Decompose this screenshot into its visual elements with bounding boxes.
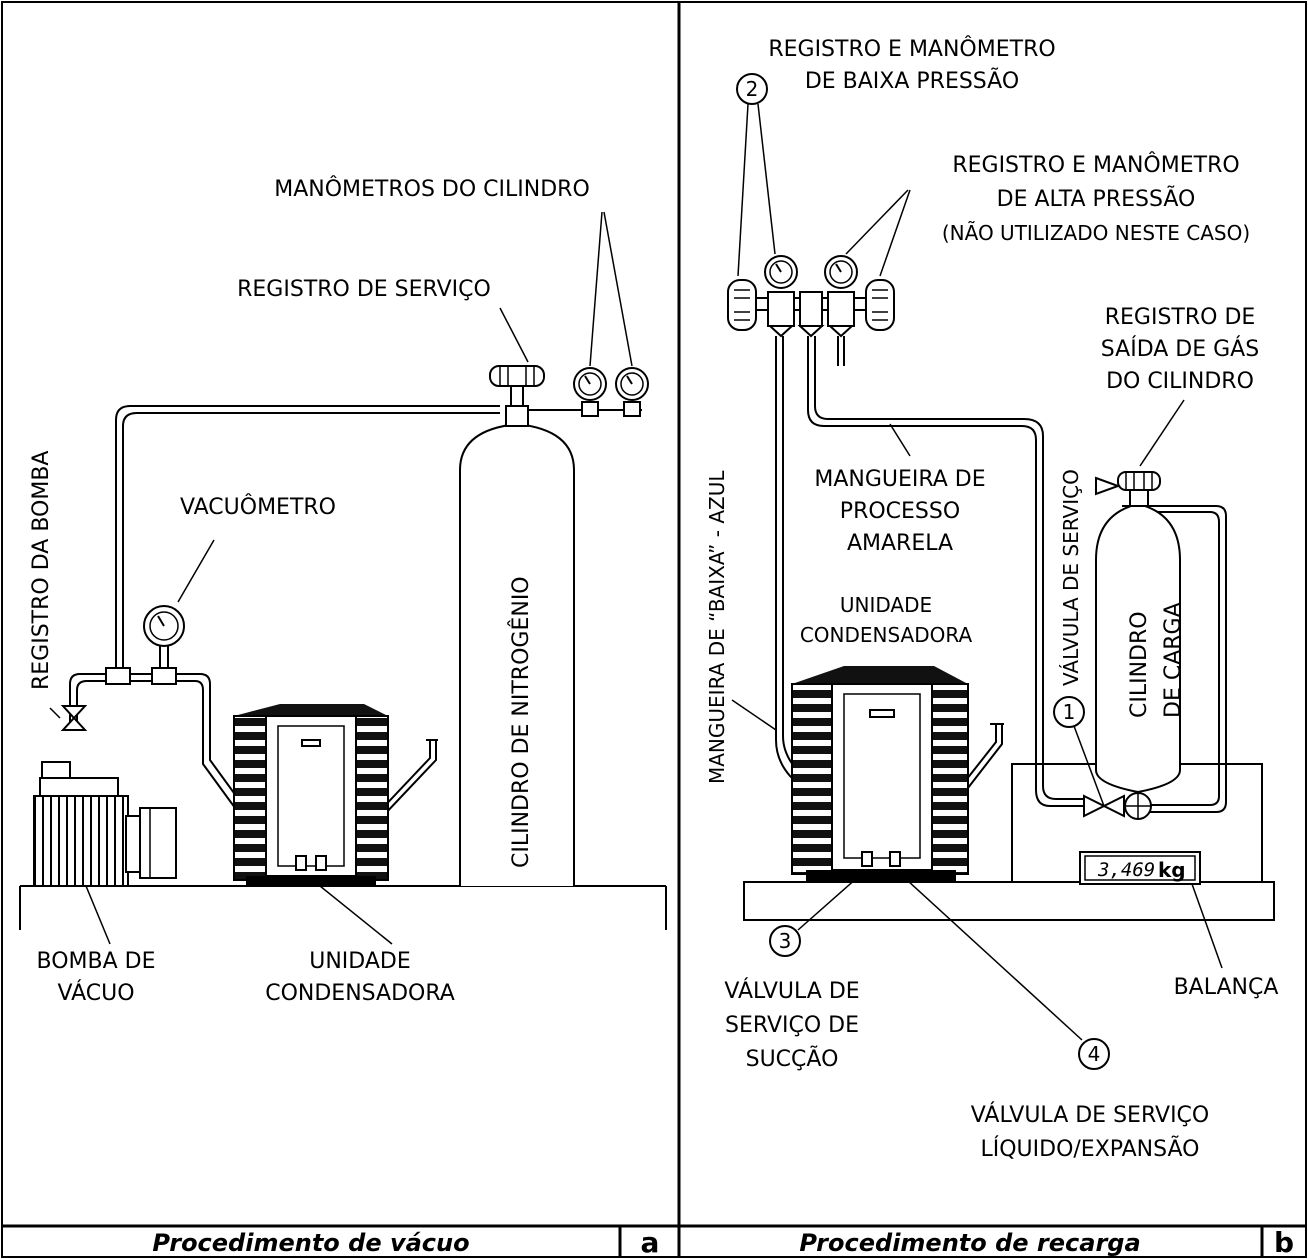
gauge-manifold-icon [727,255,895,366]
caption-vacuum-procedure: Procedimento de vácuo [152,1229,469,1257]
callout-3-number: 3 [779,929,792,953]
callout-4: 4 [1078,1038,1110,1070]
leader-process-hose [889,423,911,457]
label-high-pressure-1: REGISTRO E MANÔMETRO [952,152,1239,178]
scale-unit: kg [1158,858,1186,882]
label-pump-valve: REGISTRO DA BOMBA [29,451,54,690]
panel-a: MANÔMETROS DO CILINDRO REGISTRO DE SERVI… [19,176,667,1259]
label-gas-outlet-2: SAÍDA DE GÁS [1101,336,1259,362]
label-service-valve-b: VÁLVULA DE SERVIÇO [1059,469,1083,686]
floor-base-a [19,885,667,930]
callout-1: 1 [1053,696,1085,728]
label-gas-outlet-3: DO CILINDRO [1106,369,1254,394]
label-cylinder-manometers: MANÔMETROS DO CILINDRO [274,176,590,202]
callout-2: 2 [736,73,768,105]
label-high-pressure-3: (NÃO UTILIZADO NESTE CASO) [942,221,1250,245]
vacuum-gauge-icon [143,539,215,668]
vacuum-pump-icon [33,761,177,945]
label-service-valve: REGISTRO DE SERVIÇO [237,277,491,302]
caption-recharge-procedure: Procedimento de recarga [799,1229,1140,1257]
condensing-unit-b-icon [731,666,1083,1041]
label-liquid-valve-2: LÍQUIDO/EXPANSÃO [980,1135,1199,1162]
callout-2-number: 2 [746,77,759,101]
callout-1-number: 1 [1063,700,1076,724]
hoses-b [775,336,1227,869]
label-suction-valve-1: VÁLVULA DE [724,978,859,1004]
condensing-unit-a-icon [233,704,393,945]
callout-4-number: 4 [1088,1042,1101,1066]
label-vacuum-pump-2: VÁCUO [57,980,134,1006]
label-condensing-unit-b-1: UNIDADE [840,593,932,617]
tee-fitting-icon [105,667,131,685]
panel-b: 2 [705,36,1294,1259]
panel-tag-a: a [641,1226,660,1259]
label-condensing-unit-2: CONDENSADORA [265,981,455,1006]
scale-reading: 3,469 [1097,859,1155,881]
nitrogen-cylinder-icon [459,307,575,886]
label-charging-cylinder-1: CILINDRO [1127,611,1152,718]
label-vacuum-pump-1: BOMBA DE [37,949,156,974]
label-high-pressure-2: DE ALTA PRESSÃO [997,185,1196,212]
label-condensing-unit-1: UNIDADE [309,949,411,974]
callout-3: 3 [769,925,801,957]
label-liquid-valve-1: VÁLVULA DE SERVIÇO [971,1102,1210,1128]
label-process-hose-3: AMARELA [847,531,953,556]
panel-tag-b: b [1274,1226,1294,1259]
label-gas-outlet-1: REGISTRO DE [1105,305,1256,330]
service-valve-icon [1073,725,1125,818]
label-condensing-unit-b-2: CONDENSADORA [800,623,973,647]
label-process-hose-2: PROCESSO [840,499,960,524]
pump-valve-icon [49,705,88,731]
charging-cylinder-icon [1095,399,1185,820]
label-scale: BALANÇA [1174,975,1279,1000]
cylinder-manometers-icon [528,211,649,417]
label-vacuometer: VACUÔMETRO [180,494,336,520]
leader-lines-b-top [737,103,911,277]
label-nitrogen-cylinder: CILINDRO DE NITROGÊNIO [508,576,534,868]
label-suction-valve-3: SUCÇÃO [746,1045,839,1072]
label-low-hose: MANGUEIRA DE “BAIXA” - AZUL [705,470,729,784]
label-suction-valve-2: SERVIÇO DE [725,1013,859,1038]
label-low-pressure-1: REGISTRO E MANÔMETRO [768,36,1055,62]
label-charging-cylinder-2: DE CARGA [1161,602,1186,718]
label-process-hose-1: MANGUEIRA DE [814,467,985,492]
scale-display: 3,469 kg [1079,851,1223,969]
tee-fitting-icon [151,667,177,685]
hose-pump-to-cylinder [69,405,500,876]
floor-base-b [743,763,1275,921]
label-low-pressure-2: DE BAIXA PRESSÃO [805,67,1019,94]
